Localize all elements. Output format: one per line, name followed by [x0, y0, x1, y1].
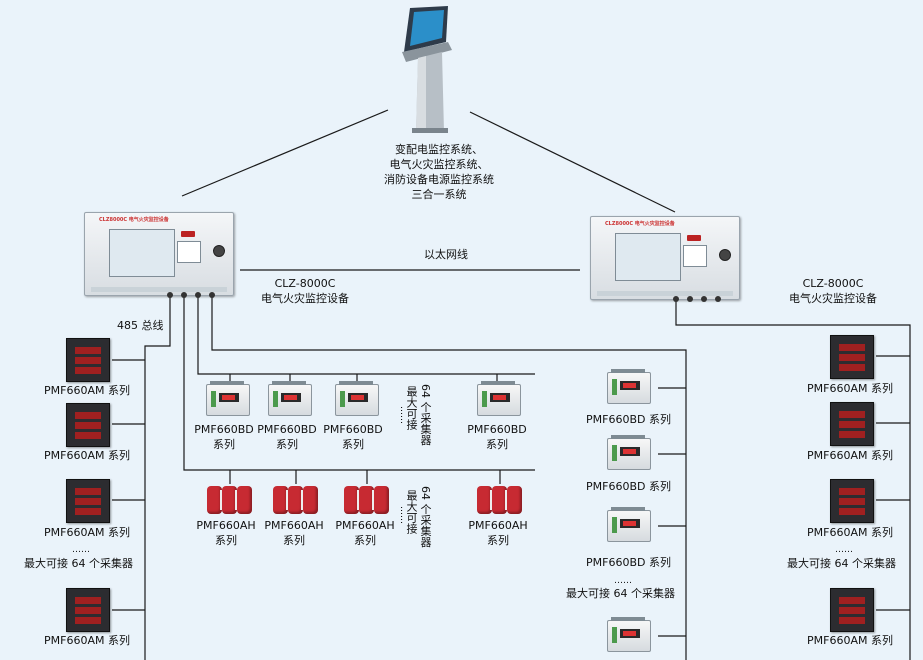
controller-left-model: CLZ-8000C	[274, 277, 336, 290]
controller-printer	[177, 241, 201, 263]
max-collectors-note: 最大可接 64 个采集器	[24, 557, 133, 570]
meter-am-icon	[830, 402, 874, 446]
controller-right-name: 电气火灾监控设备	[789, 292, 877, 305]
max-note-part1: 最大可接	[405, 490, 418, 534]
meter-bd-label: PMF660BD 系列	[586, 480, 671, 493]
controller-left-panel-title: CLZ8000C 电气火灾监控设备	[99, 217, 169, 223]
meter-ah-icon	[273, 482, 319, 516]
controller-right-panel-title: CLZ8000C 电气火灾监控设备	[605, 221, 675, 227]
controller-footer	[597, 291, 733, 296]
controller-right-label: CLZ-8000C 电气火灾监控设备	[778, 276, 888, 306]
ellipsis: ……	[835, 545, 853, 555]
meter-bd-icon	[607, 507, 651, 542]
meter-am-icon	[66, 588, 110, 632]
bus-right-am	[675, 300, 911, 660]
meter-am-label: PMF660AM 系列	[44, 634, 130, 647]
link-terminal-left	[181, 109, 389, 197]
meter-bd-icon	[607, 369, 651, 404]
system-line-2: 电气火灾监控系统、	[389, 158, 489, 171]
bus-right-bd	[211, 296, 687, 660]
meter-am-label: PMF660AM 系列	[807, 382, 893, 395]
bus-row-bd	[197, 296, 535, 375]
meter-bd-icon	[607, 435, 651, 470]
meter-am-label: PMF660AM 系列	[807, 634, 893, 647]
meter-am-label: PMF660AM 系列	[44, 526, 130, 539]
meter-am-label: PMF660AM 系列	[44, 384, 130, 397]
system-line-1: 变配电监控系统、	[395, 143, 483, 156]
system-line-4: 三合一系统	[411, 188, 467, 201]
max-collectors-note: 最大可接 64 个采集器	[787, 557, 896, 570]
controller-printer	[683, 245, 707, 267]
meter-ah-icon	[207, 482, 253, 516]
meter-bd-label: PMF660BD 系列	[586, 556, 671, 569]
controller-footer	[91, 287, 227, 292]
max-note-part2: 64 个采集器	[419, 384, 432, 446]
controller-led	[181, 231, 195, 237]
ellipsis: ……	[398, 406, 408, 424]
ellipsis: ……	[398, 506, 408, 524]
bus-left-am	[144, 296, 171, 660]
controller-screen	[615, 233, 681, 281]
bus-485-label: 485 总线	[117, 319, 164, 332]
meter-am-label: PMF660AM 系列	[807, 526, 893, 539]
controller-key-icon	[213, 245, 225, 257]
ellipsis: ……	[72, 545, 90, 555]
max-note-part2: 64 个采集器	[419, 486, 432, 548]
system-description: 变配电监控系统、 电气火灾监控系统、 消防设备电源监控系统 三合一系统	[364, 142, 514, 202]
meter-am-label: PMF660AM 系列	[807, 449, 893, 462]
meter-am-icon	[66, 338, 110, 382]
meter-am-icon	[830, 479, 874, 523]
controller-right: CLZ8000C 电气火灾监控设备	[590, 216, 740, 300]
meter-bd-label: PMF660BD 系列	[586, 413, 671, 426]
max-note-part1: 最大可接	[405, 386, 418, 430]
controller-key-icon	[719, 249, 731, 261]
meter-ah-icon	[477, 482, 523, 516]
controller-left-name: 电气火灾监控设备	[261, 292, 349, 305]
meter-am-icon	[830, 335, 874, 379]
controller-right-model: CLZ-8000C	[802, 277, 864, 290]
meter-am-icon	[830, 588, 874, 632]
meter-bd-icon	[268, 381, 312, 416]
system-line-3: 消防设备电源监控系统	[384, 173, 494, 186]
monitoring-terminal-icon	[402, 6, 452, 133]
controller-left-label: CLZ-8000C 电气火灾监控设备	[250, 276, 360, 306]
meter-am-icon	[66, 403, 110, 447]
meter-bd-icon	[335, 381, 379, 416]
meter-bd-icon	[607, 617, 651, 652]
meter-bd-icon	[206, 381, 250, 416]
link-terminal-right	[469, 111, 676, 213]
meter-am-label: PMF660AM 系列	[44, 449, 130, 462]
controller-led	[687, 235, 701, 241]
meter-ah-icon	[344, 482, 390, 516]
ellipsis: ……	[614, 576, 632, 586]
controller-left: CLZ8000C 电气火灾监控设备	[84, 212, 234, 296]
meter-bd-icon	[477, 381, 521, 416]
controller-screen	[109, 229, 175, 277]
meter-am-icon	[66, 479, 110, 523]
max-collectors-note: 最大可接 64 个采集器	[566, 587, 675, 600]
ethernet-label: 以太网线	[424, 248, 468, 261]
bus-row-ah	[183, 296, 535, 471]
